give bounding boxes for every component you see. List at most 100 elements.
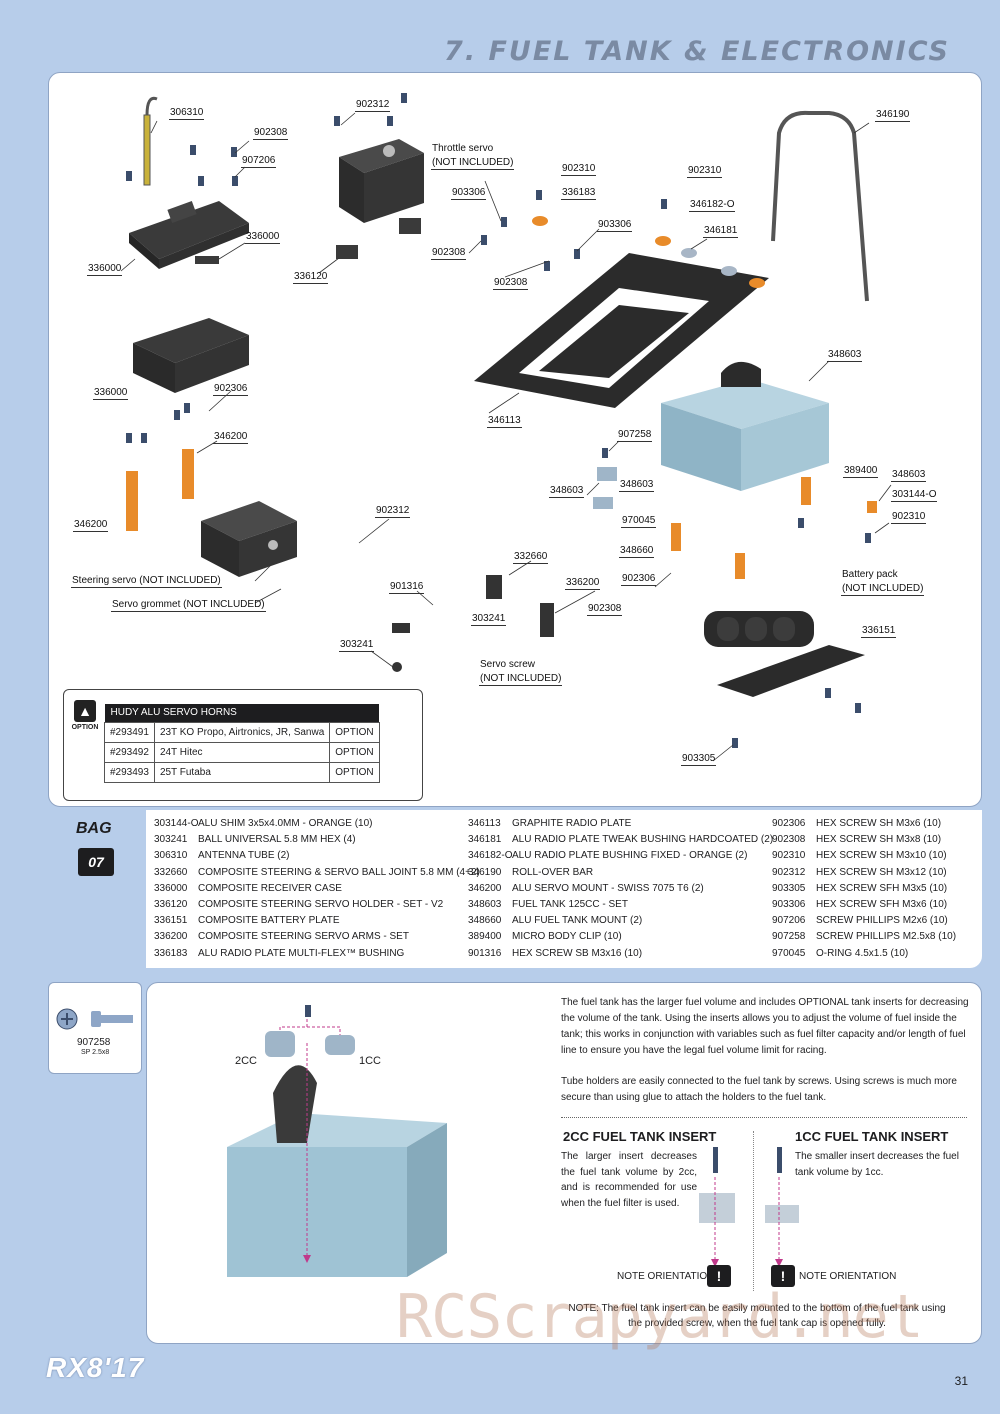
callout-332660: 332660 (513, 551, 549, 564)
callout-970045: 970045 (621, 515, 657, 528)
paragraph: The fuel tank has the larger fuel volume… (561, 997, 969, 1056)
callout-336151: 336151 (861, 625, 897, 638)
ball-joint (392, 623, 410, 633)
warning-icon: ! (707, 1265, 731, 1287)
instruction-panel: 2CC 1CC The fuel tank has the larger fue… (146, 982, 982, 1344)
callout-348660: 348660 (619, 545, 655, 558)
option-code: #293492 (104, 741, 155, 763)
divider (753, 1131, 754, 1291)
antenna-tube-part (143, 96, 158, 186)
part-name: HEX SCREW SFH M3x6 (10) (816, 899, 948, 911)
part-code: 346181 (468, 834, 502, 846)
callout-303241: 303241 (339, 639, 375, 652)
callout-348603: 348603 (549, 485, 585, 498)
bag-parts-list: BAG 07 303144-OALU SHIM 3x5x4.0MM - ORAN… (48, 810, 982, 968)
small-part-spec: SP 2.5x8 (81, 1049, 110, 1056)
callout-902308: 902308 (493, 277, 529, 290)
part-name: FUEL TANK 125CC - SET (512, 899, 628, 911)
divider (561, 1117, 967, 1118)
receiver-case-lid (129, 200, 249, 269)
part-code: 346182-O (468, 850, 513, 862)
bag-tag: BAG 07 (48, 810, 146, 968)
option-type: OPTION (329, 761, 380, 783)
option-icon: ▲ OPTION (70, 700, 100, 731)
part-code: 336120 (154, 899, 188, 911)
screws (126, 93, 871, 748)
callout-336183: 336183 (561, 187, 597, 200)
tank-insert-diagram (227, 1005, 447, 1277)
part-code: 348603 (468, 899, 502, 911)
part-name: O-RING 4.5x1.5 (10) (816, 947, 909, 959)
insert-2cc-title: 2CC FUEL TANK INSERT (563, 1129, 717, 1144)
exploded-diagram (120, 93, 892, 773)
part-code: 970045 (772, 947, 806, 959)
part-name: ALU RADIO PLATE TWEAK BUSHING HARDCOATED… (512, 834, 774, 846)
alu-shim (735, 553, 745, 579)
label-1cc: 1CC (359, 1055, 382, 1067)
callout-346200: 346200 (213, 431, 249, 444)
callout-902312: 902312 (375, 505, 411, 518)
battery-pack-label: Battery pack (842, 569, 898, 580)
callout-348603: 348603 (619, 479, 655, 492)
callout-346182-O: 346182-O (689, 199, 736, 212)
parts-table: 303144-OALU SHIM 3x5x4.0MM - ORANGE (10)… (146, 810, 982, 968)
tank-mount-part (597, 467, 617, 481)
servo-holder-part (399, 218, 421, 234)
callout-336000: 336000 (245, 231, 281, 244)
part-name: HEX SCREW SFH M3x5 (10) (816, 882, 948, 894)
part-code: 907206 (772, 915, 806, 927)
part-code: 389400 (468, 931, 502, 943)
servo-screw-not-included: (NOT INCLUDED) (479, 673, 563, 686)
bottom-note: NOTE: The fuel tank insert can be easily… (568, 1303, 946, 1329)
callout-901316: 901316 (389, 581, 425, 594)
part-name: ALU FUEL TANK MOUNT (2) (512, 915, 643, 927)
callout-303241: 303241 (471, 613, 507, 626)
alu-shim (867, 501, 877, 513)
small-part-box: 907258 SP 2.5x8 (48, 982, 142, 1074)
clip-part (195, 256, 219, 264)
callout-902306: 902306 (213, 383, 249, 396)
part-name: MICRO BODY CLIP (10) (512, 931, 622, 943)
part-code: 902310 (772, 850, 806, 862)
table-row: #293493 25T Futaba OPTION (104, 761, 380, 783)
part-name: GRAPHITE RADIO PLATE (512, 818, 632, 829)
part-code: 902308 (772, 834, 806, 846)
part-name: COMPOSITE STEERING & SERVO BALL JOINT 5.… (198, 866, 480, 878)
part-name: HEX SCREW SB M3x16 (10) (512, 947, 643, 959)
label-2cc: 2CC (235, 1055, 258, 1067)
part-code: 346200 (468, 882, 502, 894)
servo-screw-label: Servo screw (480, 659, 536, 670)
callout-902308: 902308 (253, 127, 289, 140)
part-code: 901316 (468, 947, 502, 959)
alu-servo-mount (182, 449, 194, 499)
callout-336120: 336120 (293, 271, 329, 284)
callout-903306: 903306 (451, 187, 487, 200)
callout-348603: 348603 (891, 469, 927, 482)
callout-348603: 348603 (827, 349, 863, 362)
battery-plate (717, 645, 865, 697)
option-icon-label: OPTION (71, 724, 99, 731)
note-orientation-2cc: NOTE ORIENTATION (617, 1271, 715, 1282)
exploded-diagram-panel: 306310 902308 907206 336000 336000 90231… (48, 72, 982, 807)
part-name: COMPOSITE BATTERY PLATE (198, 915, 340, 927)
thumbs-up-icon: ▲ (74, 700, 96, 722)
list-item: 970045 O-RING 4.5x1.5 (10) (772, 946, 956, 962)
callout-902308: 902308 (431, 247, 467, 260)
part-code: 332660 (154, 866, 188, 878)
alu-servo-mount (126, 471, 138, 531)
callout-902312: 902312 (355, 99, 391, 112)
bag-label: BAG (76, 820, 112, 837)
part-name: ALU RADIO PLATE BUSHING FIXED - ORANGE (… (512, 850, 748, 862)
part-name: COMPOSITE RECEIVER CASE (198, 882, 342, 894)
screw-icon (56, 1008, 133, 1030)
alu-shim (801, 477, 811, 505)
callout-336000: 336000 (93, 387, 129, 400)
part-code: 348660 (468, 915, 502, 927)
part-code: 306310 (154, 850, 188, 862)
steering-servo (201, 501, 297, 577)
throttle-servo-label: Throttle servo (432, 143, 494, 154)
